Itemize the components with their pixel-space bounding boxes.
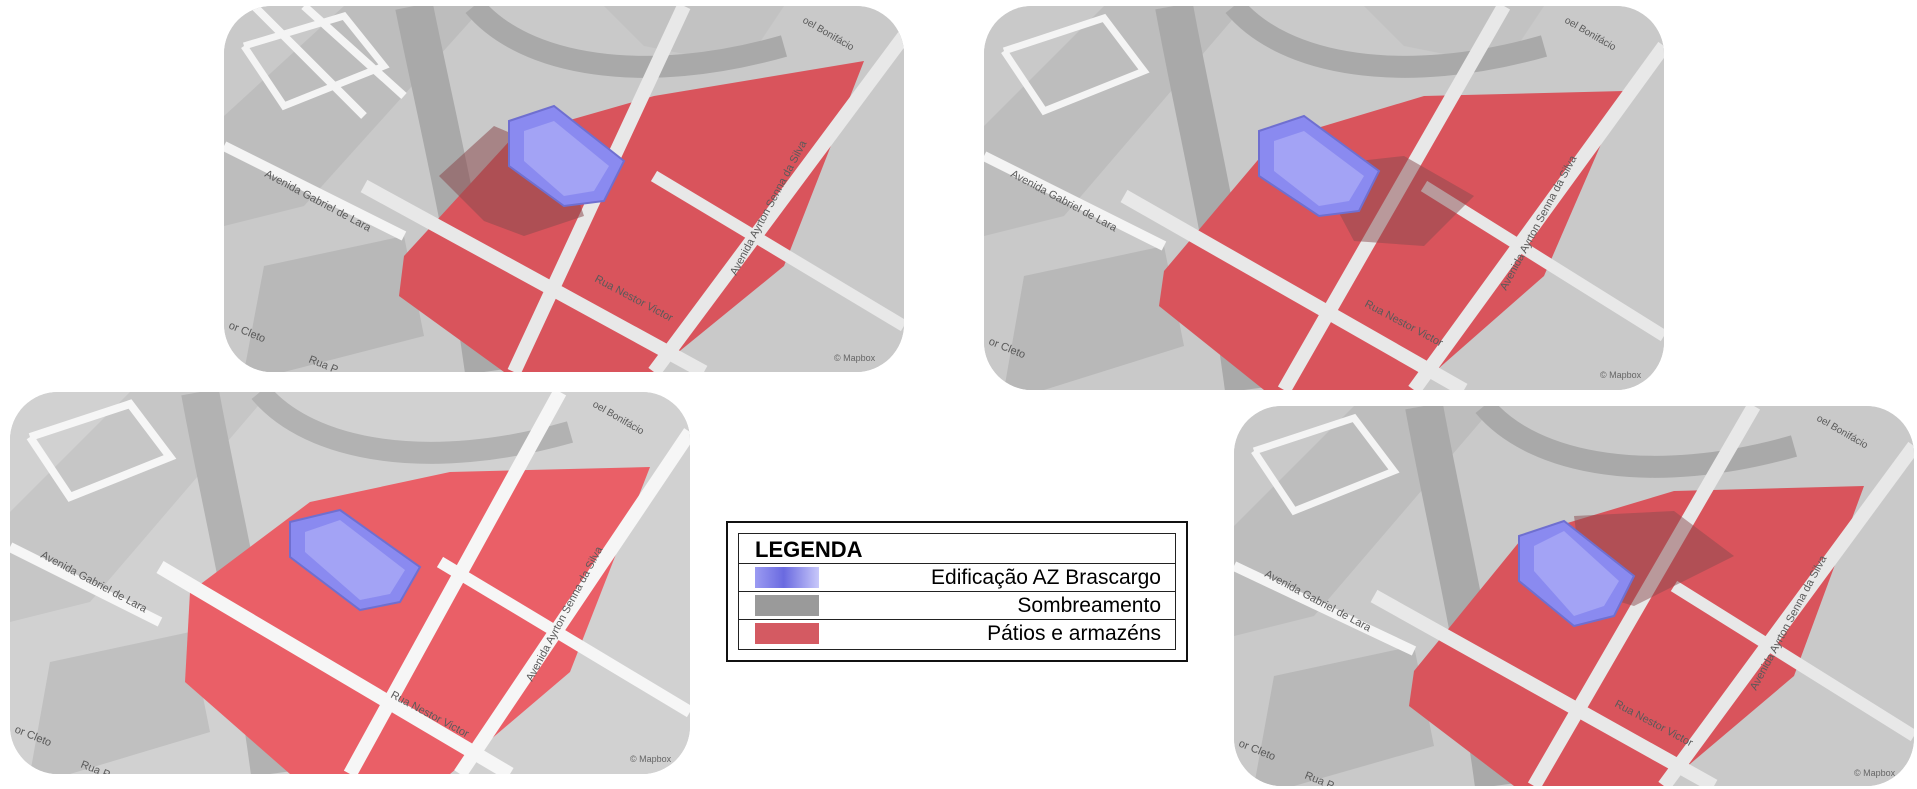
legend-table: LEGENDA Edificação AZ Brascargo Sombream… bbox=[738, 533, 1176, 650]
road bbox=[156, 560, 514, 774]
legend-swatch-shadow bbox=[755, 595, 819, 616]
road bbox=[241, 11, 390, 111]
road bbox=[1001, 13, 1150, 116]
map-svg-bottom-right: Avenida Gabriel de Lara Rua Nestor Victo… bbox=[1234, 406, 1914, 786]
map-attribution: © Mapbox bbox=[630, 754, 672, 764]
legend-swatch-area bbox=[755, 623, 819, 644]
legend-title: LEGENDA bbox=[739, 534, 1175, 564]
building-roof bbox=[524, 121, 609, 196]
rail-corridor bbox=[1475, 406, 1798, 478]
map-panel-bottom-left: Avenida Gabriel de Lara Rua Nestor Victo… bbox=[10, 392, 690, 774]
map-panel-top-right: Avenida Gabriel de Lara Rua Nestor Victo… bbox=[984, 6, 1664, 390]
road bbox=[436, 556, 690, 718]
map-svg-top-right: Avenida Gabriel de Lara Rua Nestor Victo… bbox=[984, 6, 1664, 390]
road bbox=[343, 392, 567, 774]
road bbox=[1420, 180, 1664, 342]
road bbox=[1370, 589, 1718, 786]
rail-corridor bbox=[251, 392, 574, 464]
building-roof bbox=[305, 520, 405, 600]
map-panel-bottom-right: Avenida Gabriel de Lara Rua Nestor Victo… bbox=[1234, 406, 1914, 786]
road bbox=[224, 141, 407, 241]
city-block bbox=[1004, 246, 1184, 390]
map-attribution: © Mapbox bbox=[1600, 370, 1642, 380]
legend-row-area: Pátios e armazéns bbox=[739, 620, 1175, 648]
road bbox=[1251, 413, 1400, 516]
road bbox=[1658, 441, 1914, 786]
road bbox=[10, 542, 163, 627]
map-svg-top-left: Avenida Gabriel de Lara Rua Nestor Victo… bbox=[224, 6, 904, 372]
city-block bbox=[244, 236, 424, 372]
legend-label-area: Pátios e armazéns bbox=[987, 622, 1161, 645]
legend-label-shadow: Sombreamento bbox=[1017, 594, 1161, 617]
road bbox=[984, 151, 1167, 251]
map-svg-bottom-left: Avenida Gabriel de Lara Rua Nestor Victo… bbox=[10, 392, 690, 774]
legend-row-building: Edificação AZ Brascargo bbox=[739, 564, 1175, 592]
map-panel-top-left: Avenida Gabriel de Lara Rua Nestor Victo… bbox=[224, 6, 904, 372]
road bbox=[650, 170, 904, 332]
legend-swatch-building bbox=[755, 567, 819, 588]
rail-corridor bbox=[465, 6, 788, 78]
road bbox=[26, 399, 177, 502]
road bbox=[360, 179, 708, 372]
legend-label-building: Edificação AZ Brascargo bbox=[931, 566, 1161, 589]
city-block bbox=[1254, 646, 1434, 786]
road bbox=[648, 31, 904, 372]
building-roof bbox=[1534, 531, 1619, 616]
building-roof bbox=[1274, 131, 1364, 206]
road bbox=[1408, 41, 1664, 390]
road bbox=[251, 6, 367, 119]
map-attribution: © Mapbox bbox=[834, 353, 876, 363]
road bbox=[1120, 189, 1468, 390]
city-block bbox=[30, 632, 210, 774]
map-attribution: © Mapbox bbox=[1854, 768, 1896, 778]
road bbox=[454, 428, 690, 774]
road bbox=[1670, 580, 1914, 742]
road bbox=[1234, 561, 1417, 656]
legend-box: LEGENDA Edificação AZ Brascargo Sombream… bbox=[726, 521, 1188, 662]
legend-row-shadow: Sombreamento bbox=[739, 592, 1175, 620]
rail-corridor bbox=[1225, 6, 1548, 78]
